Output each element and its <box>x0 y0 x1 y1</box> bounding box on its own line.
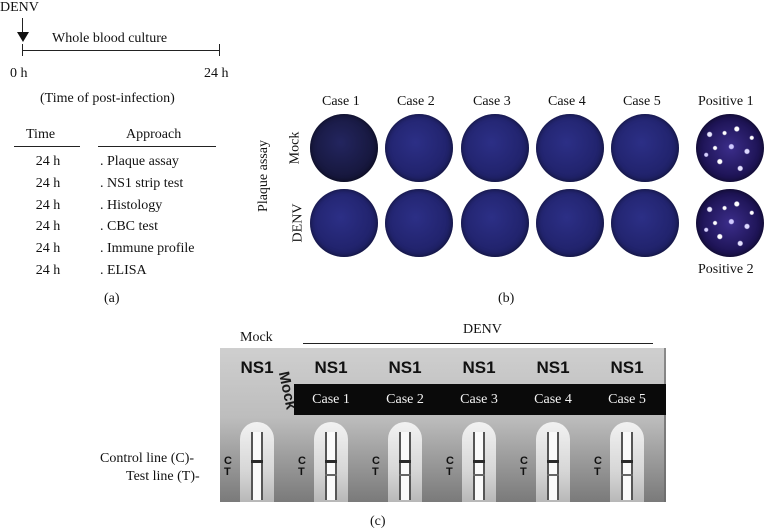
plaque-well-denv-case-1 <box>310 189 378 257</box>
col-time-header: Time <box>26 127 56 142</box>
test-line-band <box>547 474 559 476</box>
strip-case-label: Case 4 <box>534 392 572 407</box>
timeline-tick-start <box>22 44 23 56</box>
table-row-time: 24 h <box>35 176 61 191</box>
plaque-well-denv-case-5 <box>611 189 679 257</box>
plaque-well-mock-case-5 <box>611 114 679 182</box>
strip-title: NS1 <box>462 358 496 377</box>
denv-header: DENV <box>463 322 502 337</box>
positive-1-label: Positive 1 <box>698 94 754 109</box>
table-row-approach: . CBC test <box>100 219 158 234</box>
test-line-band <box>399 474 411 476</box>
table-row-time: 24 h <box>35 241 61 256</box>
test-line-band <box>325 474 337 476</box>
infection-arrow-head <box>17 32 29 42</box>
time-end: 24 h <box>204 66 229 81</box>
plaque-well-denv-case-3 <box>461 189 529 257</box>
plaque-well-positive-2 <box>696 189 764 257</box>
strip-title: NS1 <box>388 358 422 377</box>
plaque-well-mock-case-4 <box>536 114 604 182</box>
test-line-band <box>473 474 485 476</box>
table-row-approach: . Histology <box>100 198 163 213</box>
timeline-caption: (Time of post-infection) <box>40 91 175 106</box>
table-row-time: 24 h <box>35 154 61 169</box>
strip-case-label: Case 1 <box>312 392 350 407</box>
strip-title: NS1 <box>314 358 348 377</box>
strip-title: NS1 <box>536 358 570 377</box>
panel-a-label: (a) <box>104 291 120 306</box>
table-row-approach: . ELISA <box>100 263 147 278</box>
plaque-well-mock-case-3 <box>461 114 529 182</box>
table-row-time: 24 h <box>35 198 61 213</box>
strip-case-label: Case 3 <box>460 392 498 407</box>
case-label-band <box>294 384 666 415</box>
table-row-approach: . Plaque assay <box>100 154 179 169</box>
strip-case-label: Case 5 <box>608 392 646 407</box>
plaque-well-mock-case-1 <box>310 114 378 182</box>
case-header: Case 3 <box>473 94 511 109</box>
control-line-band <box>399 460 411 463</box>
col-approach-rule <box>98 146 216 147</box>
panel-b-label: (b) <box>498 291 515 306</box>
culture-label: Whole blood culture <box>52 31 168 46</box>
strip-title: NS1 <box>610 358 644 377</box>
panel-c-label: (c) <box>370 514 386 529</box>
strip-pad <box>399 432 411 500</box>
case-header: Case 5 <box>623 94 661 109</box>
plaque-assay-side-label: Plaque assay <box>255 140 271 212</box>
control-line-band <box>621 460 633 463</box>
denv-label: DENV <box>0 0 39 15</box>
plaque-well-mock-case-2 <box>385 114 453 182</box>
mock-header: Mock <box>240 330 273 345</box>
control-line-band <box>325 460 337 463</box>
col-time-rule <box>14 146 80 147</box>
row-denv-label: DENV <box>290 203 306 243</box>
control-line-band <box>251 460 263 463</box>
strip-pad <box>621 432 633 500</box>
plaque-well-positive-1 <box>696 114 764 182</box>
table-row-approach: . NS1 strip test <box>100 176 184 191</box>
table-row-approach: . Immune profile <box>100 241 195 256</box>
case-header: Case 1 <box>322 94 360 109</box>
control-line-band <box>473 460 485 463</box>
control-line-band <box>547 460 559 463</box>
plaque-well-denv-case-2 <box>385 189 453 257</box>
denv-bracket-line <box>303 343 653 344</box>
strip-pad <box>473 432 485 500</box>
case-header: Case 2 <box>397 94 435 109</box>
positive-2-label: Positive 2 <box>698 262 754 277</box>
table-row-time: 24 h <box>35 263 61 278</box>
strip-pad <box>325 432 337 500</box>
test-line-band <box>621 474 633 476</box>
time-start: 0 h <box>10 66 28 81</box>
strip-case-label: Case 2 <box>386 392 424 407</box>
test-line-label: Test line (T)- <box>126 469 200 484</box>
case-header: Case 4 <box>548 94 586 109</box>
control-line-label: Control line (C)- <box>100 451 195 466</box>
strip-pad <box>547 432 559 500</box>
plaque-well-denv-case-4 <box>536 189 604 257</box>
infection-arrow-shaft <box>22 18 23 34</box>
strip-title: NS1 <box>240 358 274 377</box>
timeline-line <box>22 50 220 51</box>
col-approach-header: Approach <box>126 127 182 142</box>
timeline-tick-end <box>219 44 220 56</box>
row-mock-label: Mock <box>287 131 303 165</box>
strip-pad <box>251 432 263 500</box>
table-row-time: 24 h <box>35 219 61 234</box>
